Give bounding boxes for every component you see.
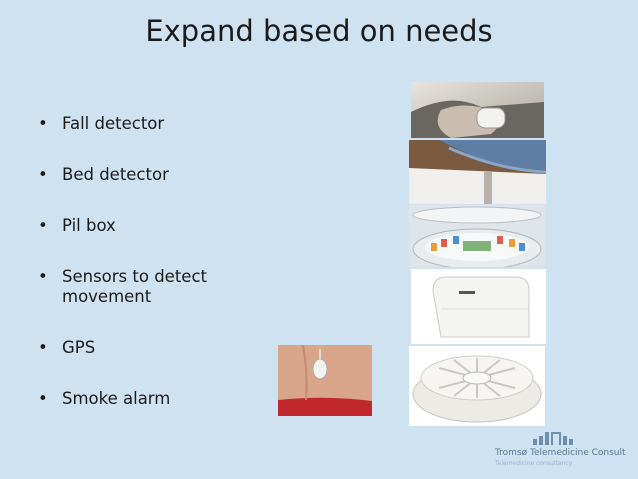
bullet-bed-detector: Bed detector (38, 165, 252, 185)
company-logo: Tromsø Telemedicine Consult Telemedicine… (495, 432, 626, 467)
motion-sensor-photo (411, 269, 546, 344)
bullet-sensors: Sensors to detect movement (38, 267, 252, 307)
bed-detector-photo (409, 140, 546, 204)
bullet-pil-box: Pil box (38, 216, 252, 236)
gps-tracker-photo (278, 345, 372, 416)
logo-bars-icon (533, 432, 625, 445)
bullet-smoke-alarm: Smoke alarm (38, 389, 252, 409)
fall-detector-photo (411, 82, 544, 138)
pill-box-photo (409, 205, 545, 267)
bullet-list: Fall detector Bed detector Pil box Senso… (38, 108, 252, 409)
logo-tagline: Telemedicine consultancy (495, 460, 573, 467)
smoke-alarm-photo (409, 346, 545, 426)
slide-title: Expand based on needs (145, 14, 493, 48)
bullet-gps: GPS (38, 338, 252, 358)
bullet-fall-detector: Fall detector (38, 114, 252, 134)
logo-name: Tromsø Telemedicine Consult (495, 448, 626, 458)
